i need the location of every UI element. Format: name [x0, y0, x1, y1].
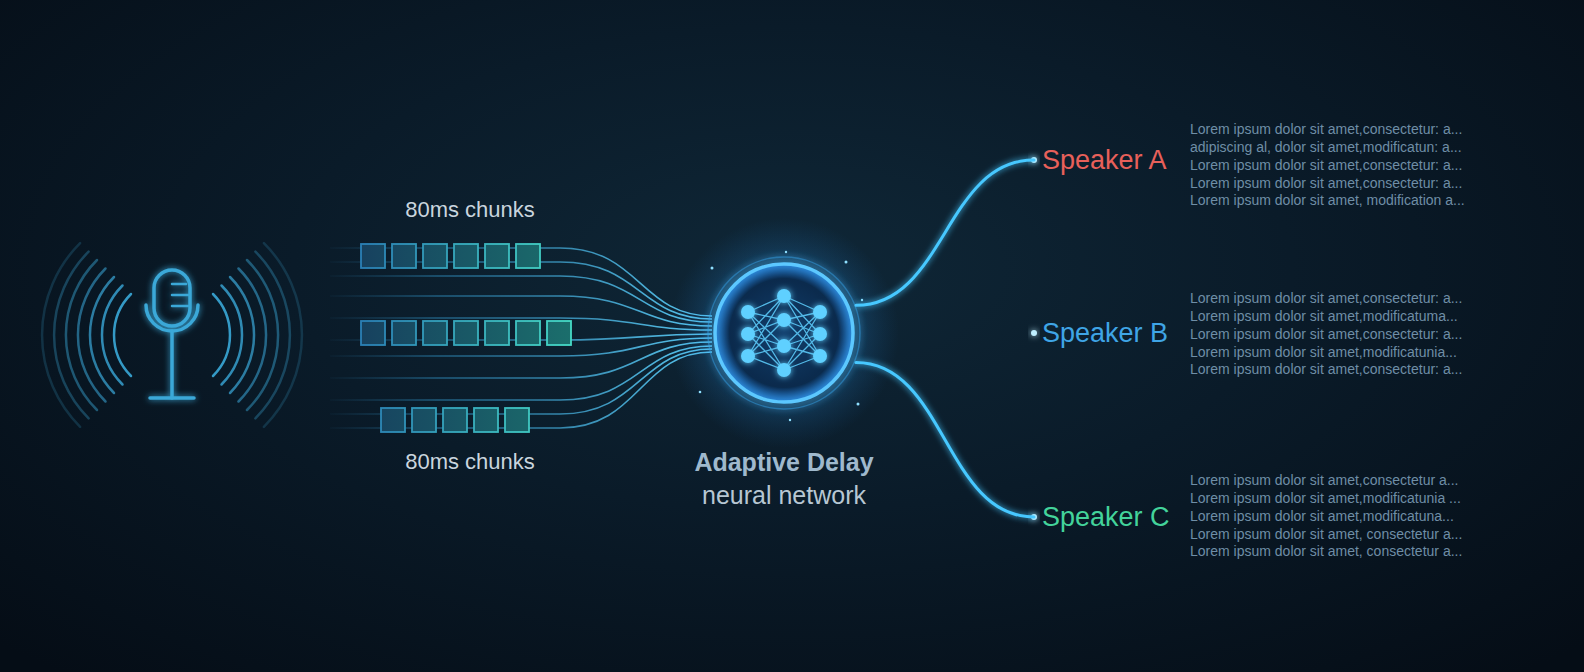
network-neuron [741, 305, 755, 319]
speaker-node: Speaker C [1034, 501, 1170, 534]
network-halo [708, 257, 860, 409]
audio-chunk [454, 244, 478, 268]
transcript-line: Lorem ipsum dolor sit amet,modificatuma.… [1190, 307, 1458, 325]
transcript-line: Lorem ipsum dolor sit amet,consectetur: … [1190, 289, 1462, 307]
chunk-label: 80ms chunks [405, 449, 535, 475]
network-connections [748, 296, 820, 370]
network-neuron [813, 349, 827, 363]
node-title: Adaptive Delay [634, 447, 934, 478]
microphone-stem [170, 331, 174, 398]
connector [856, 362, 1034, 517]
stream-line [330, 346, 712, 400]
sound-wave [102, 286, 123, 385]
sound-wave [78, 269, 106, 402]
speaker-label: Speaker B [1042, 317, 1168, 350]
transcript-line: Lorem ipsum dolor sit amet, modification… [1190, 191, 1465, 209]
transcript-line: Lorem ipsum dolor sit amet,modificatuna.… [1190, 507, 1454, 525]
audio-chunk [505, 408, 529, 432]
network-node: Adaptive Delayneural network [712, 261, 856, 405]
audio-chunk [443, 408, 467, 432]
sparkle [861, 299, 863, 301]
speaker-label: Speaker C [1042, 501, 1170, 534]
audio-chunk [412, 408, 436, 432]
audio-chunk [485, 321, 509, 345]
node-outline [712, 261, 856, 405]
sound-wave [42, 243, 80, 427]
transcript-line: Lorem ipsum dolor sit amet,consectetur: … [1190, 156, 1462, 174]
sound-wave [247, 260, 278, 410]
audio-chunk [547, 321, 571, 345]
network-neuron [777, 339, 791, 353]
transcript-line: Lorem ipsum dolor sit amet,consectetur: … [1190, 360, 1462, 378]
sparkle [785, 251, 787, 253]
microphone-holder [146, 305, 198, 331]
connector [856, 160, 1034, 305]
transcript-line: adipiscing al, dolor sit amet,modificatu… [1190, 138, 1462, 156]
audio-chunk [516, 244, 540, 268]
audio-chunk [361, 244, 385, 268]
microphone-base [150, 396, 194, 400]
speaker-node: Speaker A [1034, 144, 1167, 177]
network-neuron [777, 363, 791, 377]
audio-chunk [423, 244, 447, 268]
audio-chunk [485, 244, 509, 268]
sound-wave [264, 243, 302, 427]
audio-chunk [423, 321, 447, 345]
stream-line [330, 262, 712, 319]
node-subtitle: neural network [634, 480, 934, 511]
audio-chunk [361, 321, 385, 345]
audio-chunk [516, 321, 540, 345]
microphone-grille [172, 284, 188, 306]
audio-chunk [454, 321, 478, 345]
sparkle [845, 261, 848, 264]
sparkle [857, 403, 860, 406]
transcript-line: Lorem ipsum dolor sit amet,modificatunia… [1190, 489, 1461, 507]
sparkle [789, 419, 791, 421]
audio-chunk [392, 321, 416, 345]
microphone-capsule [154, 270, 190, 326]
connector [856, 332, 1034, 335]
network-neuron [741, 349, 755, 363]
stream-line [330, 342, 712, 378]
speaker-node: Speaker B [1034, 317, 1168, 350]
sound-wave [54, 252, 89, 419]
audio-chunk [381, 408, 405, 432]
network-neuron [777, 313, 791, 327]
chunk-label: 80ms chunks [405, 197, 535, 223]
stream-line [330, 276, 712, 322]
sound-wave [239, 269, 267, 402]
network-core [716, 265, 852, 401]
sound-wave [230, 277, 254, 393]
sound-wave [90, 277, 114, 393]
network-neuron [813, 305, 827, 319]
sound-wave [213, 294, 230, 376]
sparkle [711, 267, 714, 270]
audio-chunk [392, 244, 416, 268]
network-neuron [813, 327, 827, 341]
transcript-line: Lorem ipsum dolor sit amet, consectetur … [1190, 542, 1462, 560]
transcript-line: Lorem ipsum dolor sit amet,consectetur: … [1190, 325, 1462, 343]
transcript-line: Lorem ipsum dolor sit amet,consectetur: … [1190, 120, 1462, 138]
network-neuron [741, 327, 755, 341]
sound-wave [255, 252, 290, 419]
sound-wave [222, 286, 243, 385]
sound-wave [66, 260, 97, 410]
sparkle [699, 391, 702, 394]
transcript-line: Lorem ipsum dolor sit amet,consectetur: … [1190, 174, 1462, 192]
audio-chunk [474, 408, 498, 432]
network-ring [715, 264, 853, 402]
transcript-line: Lorem ipsum dolor sit amet,modificatunia… [1190, 343, 1457, 361]
transcript-line: Lorem ipsum dolor sit amet, consectetur … [1190, 525, 1462, 543]
transcript-line: Lorem ipsum dolor sit amet,consectetur a… [1190, 471, 1458, 489]
stream-line [330, 349, 712, 414]
network-neuron [777, 289, 791, 303]
sound-wave [114, 294, 131, 376]
speaker-label: Speaker A [1042, 144, 1167, 177]
